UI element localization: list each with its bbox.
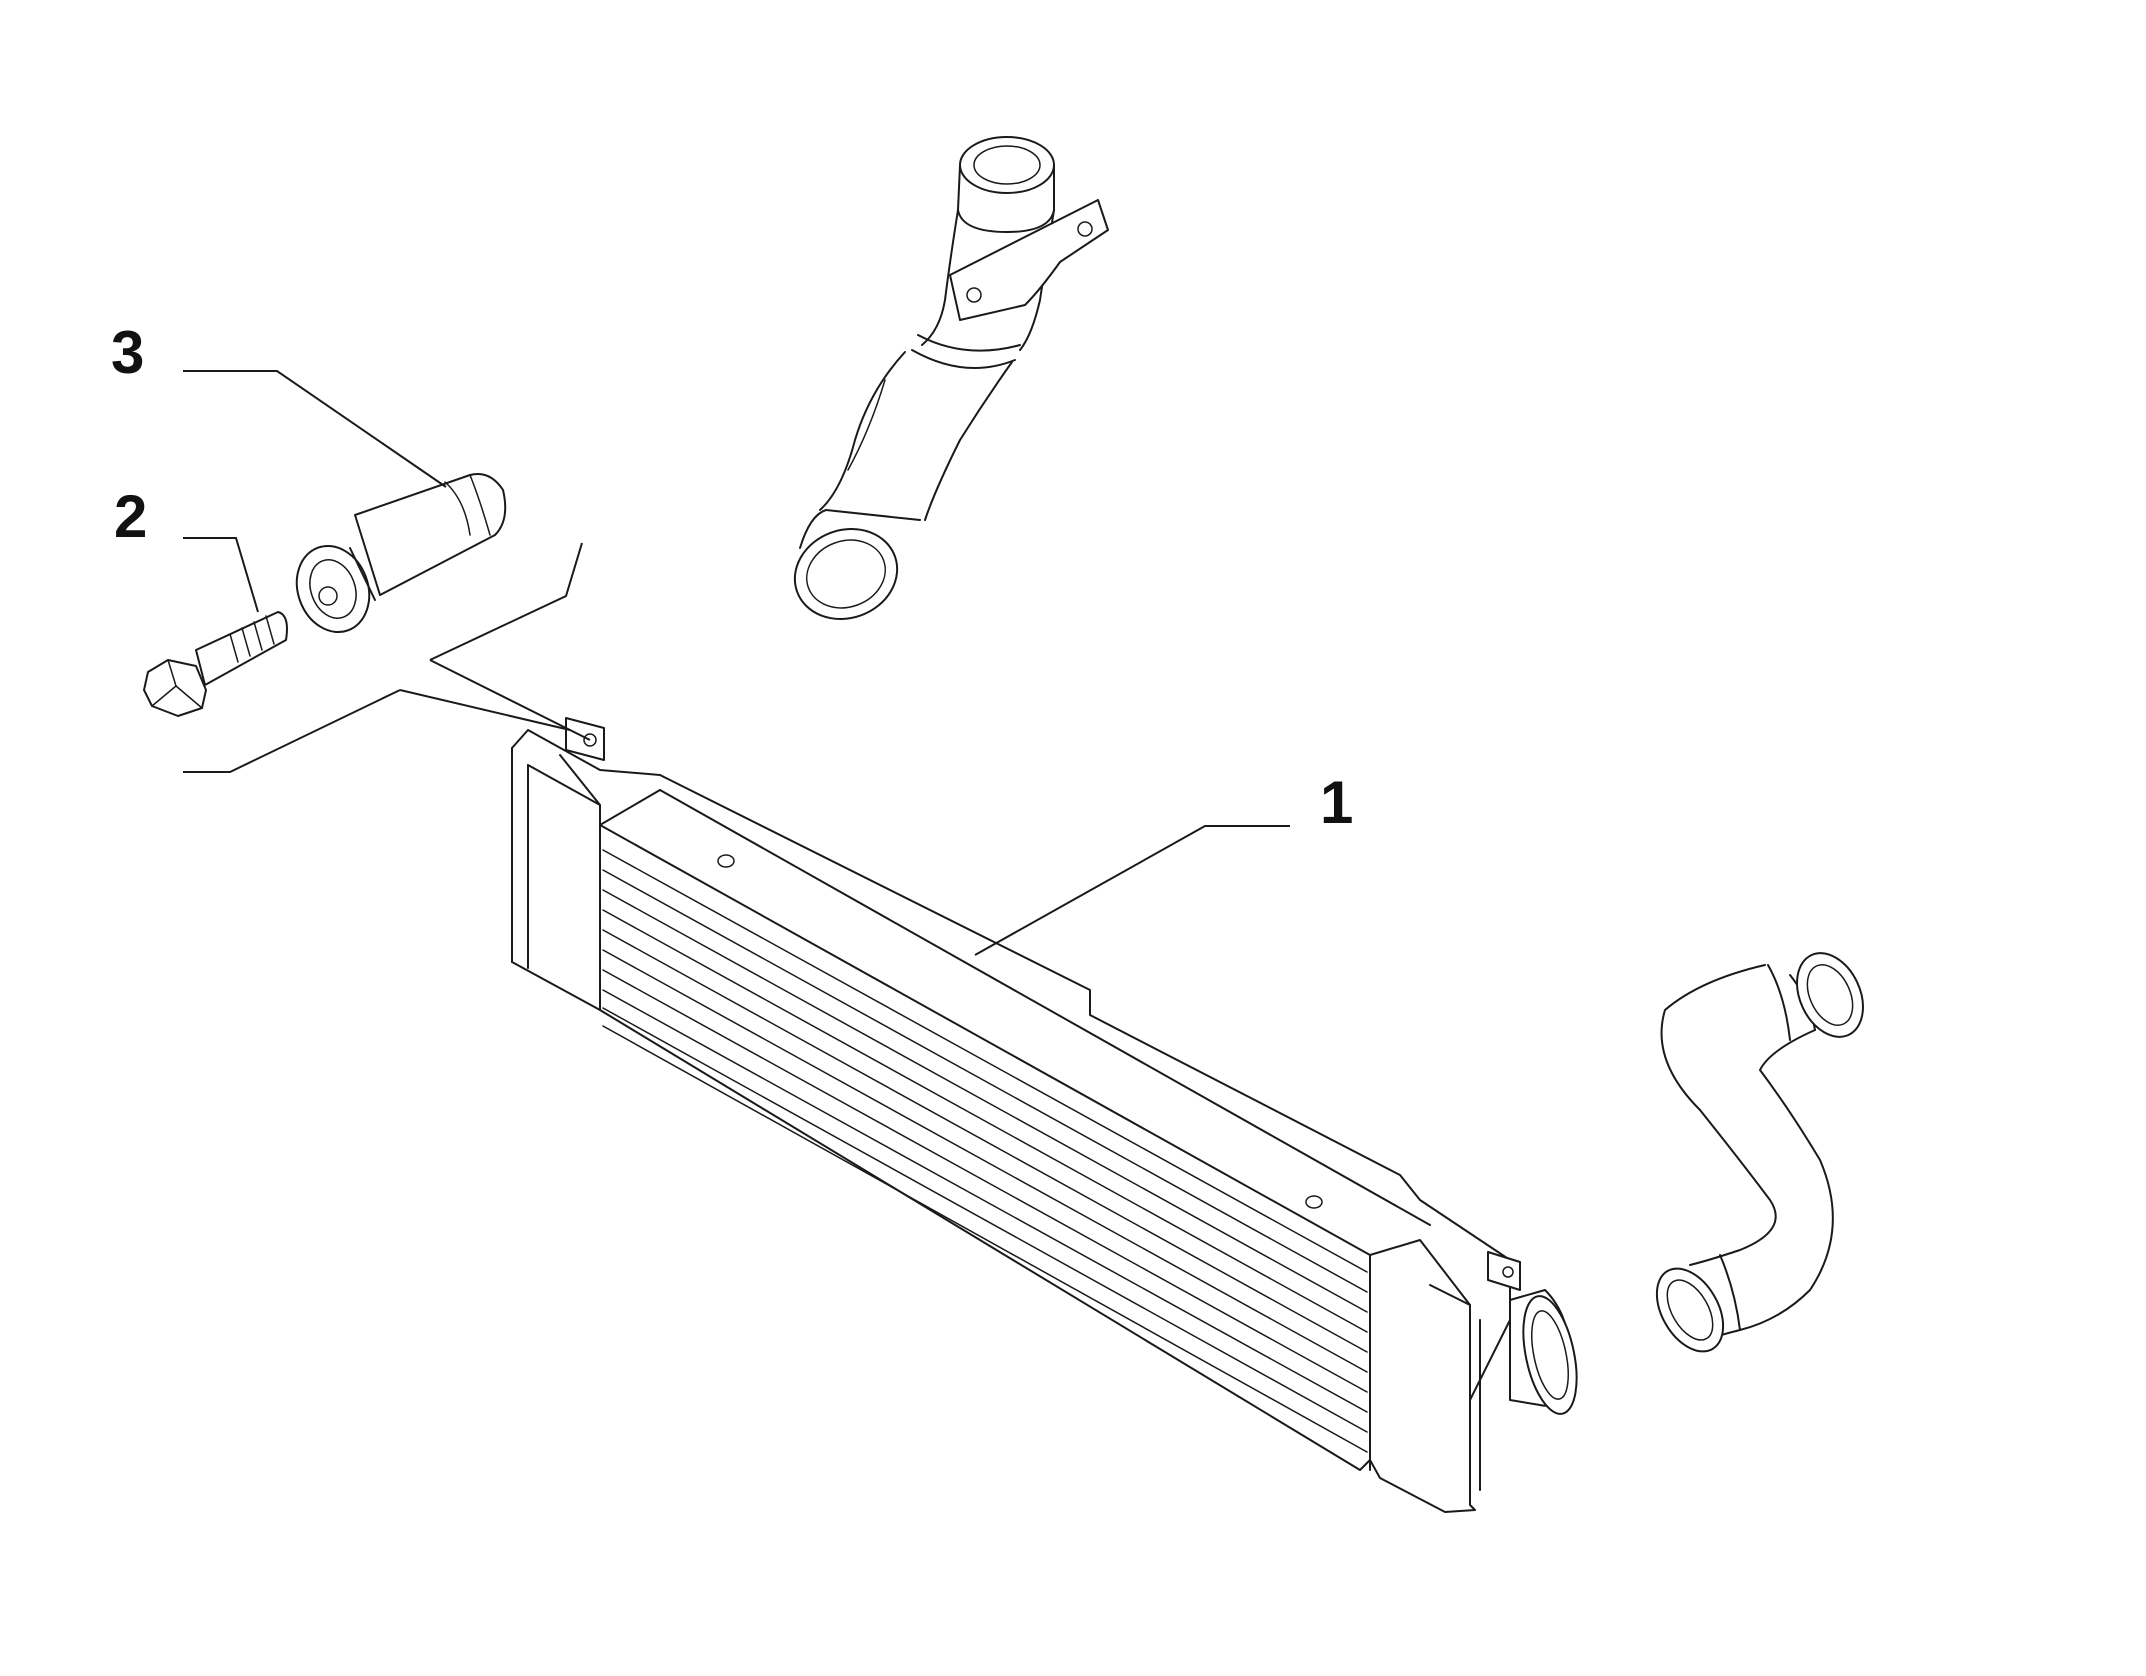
callout-1: 1 [1320,769,1354,836]
part-3-mounting-bush [295,473,507,634]
part-1-intercooler [511,717,1578,1513]
lower-hose [1655,952,1864,1353]
upper-intake-pipe [793,136,1109,621]
leader-lines [183,370,1290,956]
callout-3: 3 [111,319,145,386]
core-fins [602,849,1368,1453]
part-2-bolt [143,611,288,717]
callout-2: 2 [114,483,148,550]
